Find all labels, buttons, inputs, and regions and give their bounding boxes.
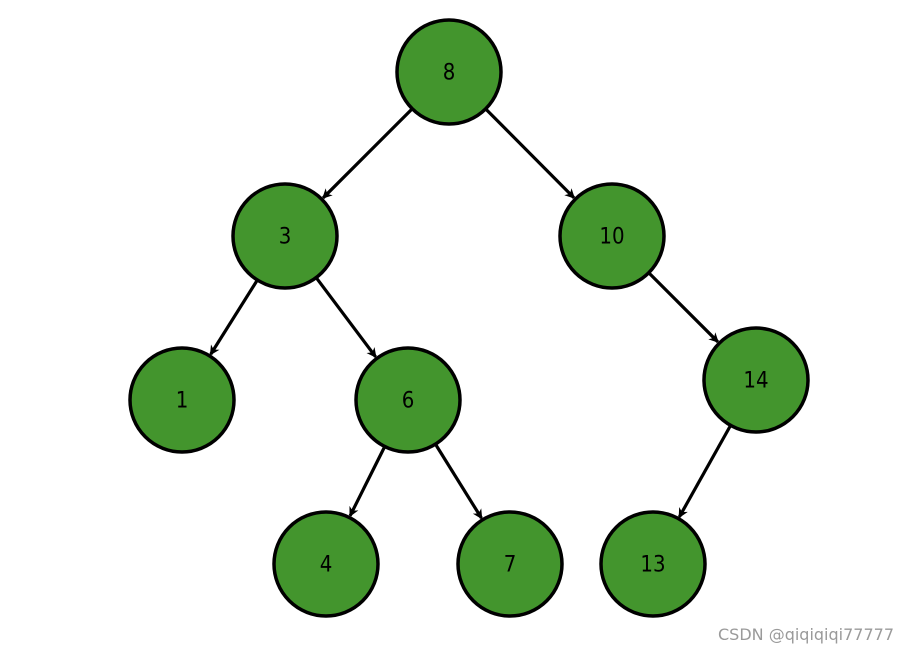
edge-n6-n7-arrow [434, 444, 483, 520]
edge-n14-n13-arrow [677, 425, 732, 519]
tree-node-14: 14 [702, 326, 810, 434]
node-circle [128, 346, 236, 454]
nodes-layer: 8 3 10 1 6 14 4 7 13 [128, 18, 810, 618]
node-circle [558, 182, 666, 290]
node-label: 1 [176, 389, 189, 414]
tree-node-4: 4 [272, 510, 380, 618]
edge-n3-n6-arrow [315, 277, 377, 358]
node-circle [272, 510, 380, 618]
node-label: 7 [504, 553, 517, 578]
node-label: 13 [640, 553, 665, 578]
node-label: 10 [599, 225, 624, 250]
tree-node-7: 7 [456, 510, 564, 618]
node-circle [599, 510, 707, 618]
node-label: 3 [279, 225, 292, 250]
node-label: 6 [402, 389, 415, 414]
edge-n10-n14-arrow [648, 272, 719, 343]
node-circle [395, 18, 503, 126]
tree-node-1: 1 [128, 346, 236, 454]
node-circle [702, 326, 810, 434]
tree-node-13: 13 [599, 510, 707, 618]
tree-node-6: 6 [354, 346, 462, 454]
node-label: 8 [443, 61, 456, 86]
edge-n3-n1-arrow [209, 280, 259, 356]
node-label: 14 [743, 369, 768, 394]
edge-n6-n4-arrow [348, 446, 386, 518]
tree-node-8: 8 [395, 18, 503, 126]
edge-n8-n3-arrow [322, 108, 413, 199]
watermark-text: CSDN @qiqiqiqi77777 [717, 625, 894, 644]
node-circle [231, 182, 339, 290]
edge-n8-n10-arrow [485, 108, 576, 199]
tree-node-10: 10 [558, 182, 666, 290]
edges-layer [209, 108, 732, 520]
node-label: 4 [320, 553, 333, 578]
tree-node-3: 3 [231, 182, 339, 290]
node-circle [456, 510, 564, 618]
node-circle [354, 346, 462, 454]
